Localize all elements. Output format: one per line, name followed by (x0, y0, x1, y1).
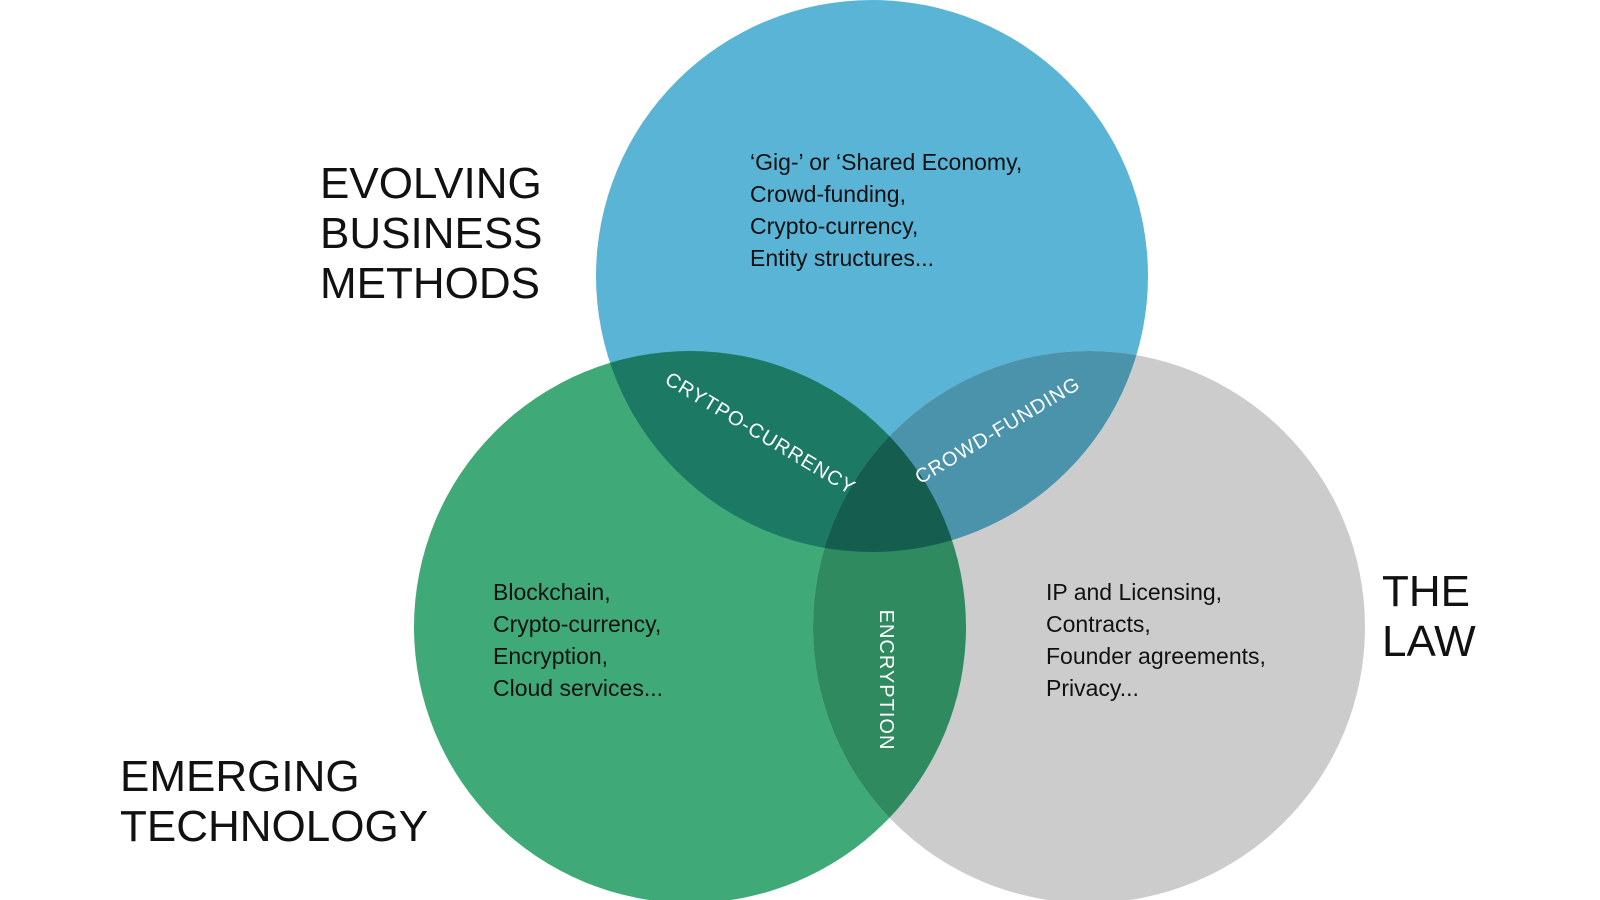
technology-title-line: EMERGING (120, 752, 360, 801)
technology-item: Blockchain, (493, 579, 611, 605)
business-title-line: EVOLVING (320, 159, 542, 208)
technology-title: EMERGING TECHNOLOGY (120, 752, 428, 851)
law-item: Founder agreements, (1046, 643, 1266, 669)
technology-items: Blockchain, Crypto-currency, Encryption,… (493, 579, 663, 701)
business-item: Crypto-currency, (750, 213, 918, 239)
business-law-overlap (813, 351, 1148, 552)
law-title-line: THE (1382, 567, 1470, 616)
business-title: EVOLVING BUSINESS METHODS (320, 159, 543, 308)
business-items: ‘Gig-’ or ‘Shared Economy, Crowd-funding… (750, 149, 1022, 271)
law-item: Privacy... (1046, 675, 1139, 701)
business-item: Crowd-funding, (750, 181, 906, 207)
law-item: Contracts, (1046, 611, 1151, 637)
business-technology-overlap (596, 351, 966, 552)
technology-title-line: TECHNOLOGY (120, 802, 428, 851)
law-title-line: LAW (1382, 617, 1476, 666)
business-item: Entity structures... (750, 245, 934, 271)
business-title-line: METHODS (320, 259, 540, 308)
law-items: IP and Licensing, Contracts, Founder agr… (1046, 579, 1266, 701)
law-title: THE LAW (1382, 567, 1476, 666)
business-item: ‘Gig-’ or ‘Shared Economy, (750, 149, 1022, 175)
business-title-line: BUSINESS (320, 209, 543, 258)
encryption-overlap-label: ENCRYPTION (875, 610, 897, 751)
technology-item: Crypto-currency, (493, 611, 661, 637)
technology-item: Encryption, (493, 643, 608, 669)
law-item: IP and Licensing, (1046, 579, 1222, 605)
technology-item: Cloud services... (493, 675, 663, 701)
